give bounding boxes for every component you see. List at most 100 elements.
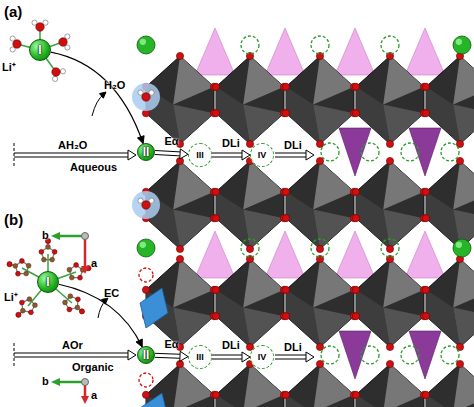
octahedron-face [313, 161, 354, 209]
panel-label: (b) [4, 212, 23, 227]
carbon-atom [20, 308, 25, 313]
vacancy-site [321, 346, 339, 364]
octahedron-face [173, 307, 214, 347]
arrow-head [136, 339, 142, 347]
oxygen-atom [142, 201, 150, 209]
tetrahedron-purple [339, 128, 371, 176]
oxygen-atom [386, 245, 393, 252]
annotation: Li⁺ [2, 62, 16, 73]
arrow-line [275, 153, 306, 154]
oxygen-atom [29, 310, 34, 315]
oxygen-atom [76, 297, 81, 302]
tetrahedron-pink [265, 231, 305, 278]
vacancy-site: III [188, 143, 212, 167]
carbon-atom [27, 297, 32, 302]
vacancy-site [311, 36, 329, 54]
oxygen-atom [422, 215, 429, 222]
lithium-site: I [37, 271, 59, 293]
tetrahedron-blue [140, 288, 168, 328]
oxygen-atom [352, 215, 359, 222]
arrow-head [138, 136, 145, 144]
oxygen-atom [422, 313, 429, 320]
octahedron [216, 56, 284, 144]
annotation: a [91, 390, 97, 401]
edge-label: DLi [222, 340, 240, 351]
site-label: II [143, 146, 150, 158]
oxygen-atom [316, 343, 323, 350]
octahedron-face [216, 87, 250, 144]
vacancy-site [241, 36, 259, 54]
interface-line [14, 143, 15, 167]
oxygen-atom [422, 188, 429, 195]
carbon-atom [13, 264, 18, 269]
octahedron [216, 161, 284, 249]
arrow-head [306, 352, 314, 362]
octahedron-face [383, 259, 424, 307]
octahedron-face [173, 56, 214, 104]
transfer-arrow [155, 149, 188, 159]
carbon-atom [75, 305, 80, 310]
oxygen-atom [176, 360, 183, 367]
site-label: IV [258, 353, 267, 362]
octahedron-face [173, 259, 214, 307]
oxygen-atom [352, 110, 359, 117]
oxygen-atom [422, 391, 429, 398]
oxygen-atom [352, 313, 359, 320]
vacancy-site [361, 143, 379, 161]
octahedron [286, 161, 354, 249]
oxygen-atom [13, 40, 21, 48]
oxygen-atom [282, 391, 289, 398]
lithium-site: II [137, 143, 155, 161]
tetrahedron-blue [140, 393, 168, 407]
site-label: III [196, 353, 204, 362]
annotation: Organic [72, 362, 114, 373]
site-label: II [143, 349, 150, 361]
site-label: IV [258, 151, 267, 160]
curved-arrow [51, 52, 143, 143]
oxygen-atom [212, 188, 219, 195]
vacancy-site [139, 373, 153, 387]
carbon-atom [50, 257, 55, 262]
arrow-head [180, 351, 188, 361]
oxygen-atom [36, 23, 44, 31]
octahedron-face [453, 56, 474, 104]
transfer-arrow [59, 284, 143, 347]
oxygen-atom [352, 391, 359, 398]
octahedron-face [173, 364, 214, 407]
oxygen-atom [316, 245, 323, 252]
carbon-atom [63, 300, 68, 305]
oxygen-atom [316, 360, 323, 367]
oxygen-atom [52, 249, 57, 254]
octahedron-face [173, 161, 214, 209]
octahedron-face [383, 364, 424, 407]
octahedron-face [383, 209, 424, 249]
vacancy-site [311, 239, 329, 257]
vacancy-site [361, 346, 379, 364]
arrow-line [212, 355, 242, 356]
oxygen-atom [16, 312, 21, 317]
octahedron [426, 161, 474, 249]
oxygen-atom [282, 215, 289, 222]
vacancy-site [401, 143, 419, 161]
octahedron-face [173, 209, 214, 249]
octahedron-face [313, 56, 354, 104]
axis-head [81, 396, 89, 404]
carbon-atom [68, 294, 73, 299]
carbon-atom [24, 271, 29, 276]
oxygen-atom [456, 157, 463, 164]
oxygen-atom [386, 343, 393, 350]
lithium-atom [137, 36, 155, 54]
arrow-head [100, 92, 107, 98]
oxygen-atom [282, 188, 289, 195]
octahedron-face [383, 56, 424, 104]
octahedron-face [216, 395, 250, 407]
vacancy-site: IV [250, 143, 274, 167]
transfer-arrow [155, 351, 188, 361]
arrow-line [275, 359, 306, 360]
oxygen-atom [74, 263, 79, 268]
arrow-line [14, 353, 128, 354]
annotation: a [91, 258, 97, 269]
annotation: EC [104, 288, 119, 299]
water-highlight [132, 191, 160, 219]
